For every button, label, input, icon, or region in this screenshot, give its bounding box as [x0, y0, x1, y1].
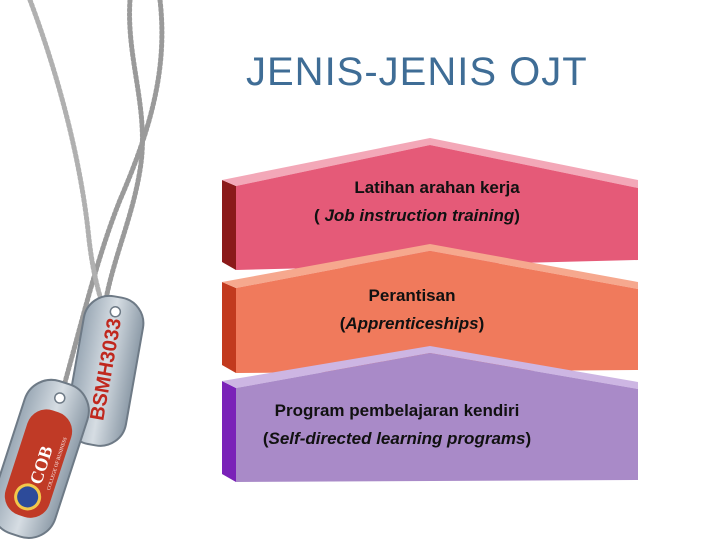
- block-3-shape: [222, 346, 638, 482]
- block-3-line1: Program pembelajaran kendiri: [274, 401, 520, 420]
- block-1-paren-close: ): [514, 206, 520, 225]
- block-1-line1: Latihan arahan kerja: [354, 178, 520, 197]
- block-2-text: Perantisan (Apprenticeships): [236, 282, 638, 338]
- block-2-line2: (Apprenticeships): [236, 310, 638, 338]
- block-1-text: Latihan arahan kerja ( Job instruction t…: [236, 174, 638, 230]
- block-3-paren-close: ): [525, 429, 532, 448]
- block-1-shape: [222, 138, 638, 270]
- block-2-english: Apprenticeships: [345, 314, 479, 333]
- block-2-paren-open: (: [339, 314, 346, 333]
- block-2-paren-close: ): [478, 314, 485, 333]
- block-2-line1: Perantisan: [368, 286, 456, 305]
- slide-title: JENIS-JENIS OJT: [246, 50, 588, 94]
- block-3-line2: (Self-directed learning programs): [236, 425, 638, 453]
- front-dog-tag: COB COLLEGE OF BUSINESS: [0, 378, 90, 539]
- block-3-paren-open: (: [262, 429, 269, 448]
- block-2-shape: [222, 244, 638, 373]
- ball-chain: [27, 0, 165, 403]
- block-3-text: Program pembelajaran kendiri (Self-direc…: [236, 397, 638, 453]
- block-1-english: Job instruction training: [324, 206, 515, 225]
- block-3-english: Self-directed learning programs: [268, 429, 526, 448]
- block-1-paren-open: (: [314, 206, 325, 225]
- block-1-line2: ( Job instruction training): [236, 202, 638, 230]
- college-logo-icon: [14, 483, 42, 511]
